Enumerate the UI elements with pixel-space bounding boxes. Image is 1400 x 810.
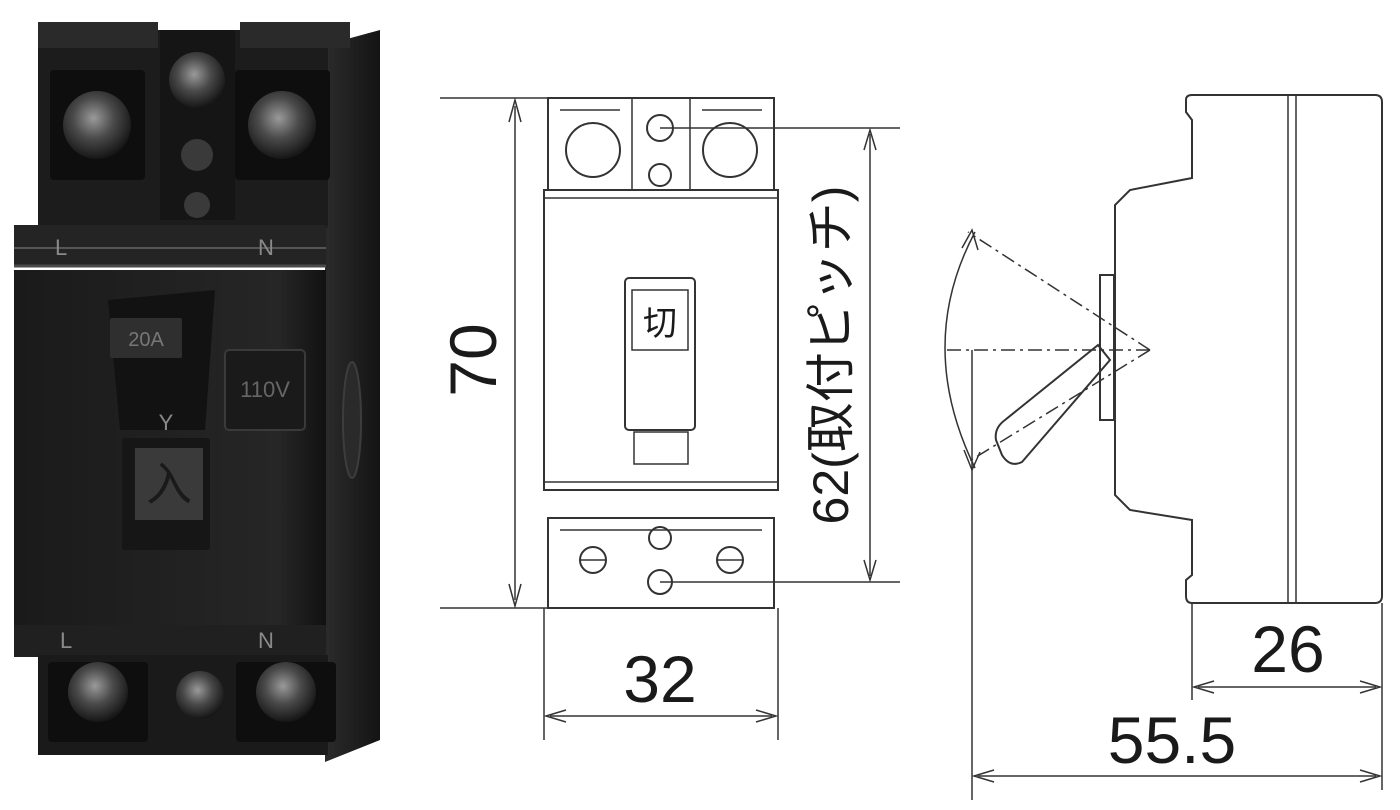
pitch-dimension: 62(取付ピッチ) bbox=[803, 186, 859, 525]
photo-terminal-top-left: L bbox=[55, 235, 67, 260]
photo-terminal-top-right: N bbox=[258, 235, 274, 260]
front-switch-text: 切 bbox=[643, 305, 677, 343]
bottom-left-screw-icon bbox=[68, 662, 128, 722]
bottom-right-screw-icon bbox=[256, 662, 316, 722]
photo-voltage-label: 110V bbox=[240, 377, 290, 402]
photo-switch-arrow: Y bbox=[159, 410, 174, 435]
photo-terminal-bottom-right: N bbox=[258, 628, 274, 653]
photo-terminal-bottom-left: L bbox=[60, 628, 72, 653]
depth-dimension: 26 bbox=[1251, 612, 1324, 686]
photo-rating-label: 20A bbox=[128, 329, 164, 351]
breaker-photo: L N 20A Y 入 110V L N bbox=[14, 22, 380, 762]
photo-switch-text: 入 bbox=[146, 458, 192, 510]
top-right-screw-icon bbox=[248, 91, 316, 159]
front-view-drawing: 切 70 62(取付ピッチ) 32 bbox=[436, 97, 900, 740]
center-screw-icon bbox=[169, 52, 225, 108]
side-view-drawing: 26 55.5 bbox=[944, 94, 1383, 800]
width-dimension: 32 bbox=[623, 642, 696, 716]
total-depth-dimension: 55.5 bbox=[1108, 703, 1236, 777]
height-dimension: 70 bbox=[436, 323, 510, 396]
top-left-screw-icon bbox=[63, 91, 131, 159]
